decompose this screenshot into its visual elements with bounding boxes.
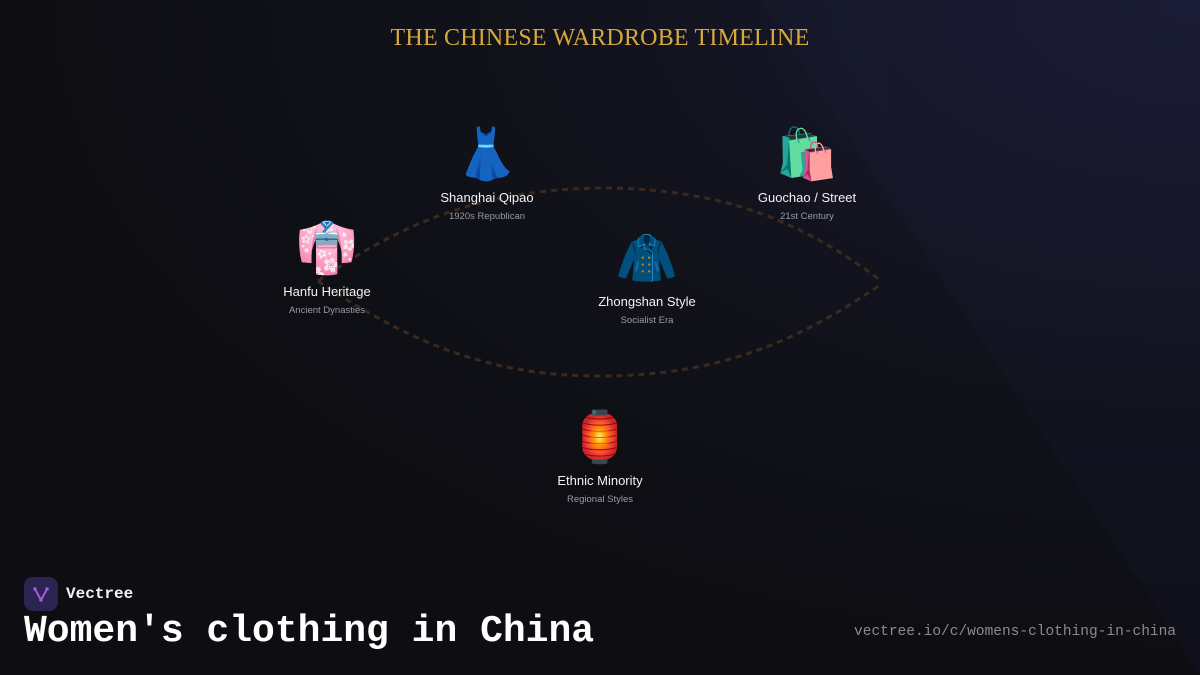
node-era: 21st Century	[780, 211, 834, 222]
diagram-title: THE CHINESE WARDROBE TIMELINE	[390, 25, 810, 51]
node-era: Socialist Era	[620, 315, 674, 326]
coat-icon: 🧥	[615, 229, 679, 287]
node-era: Regional Styles	[566, 494, 633, 505]
node-name: Hanfu Heritage	[283, 284, 371, 299]
node-era: Ancient Dynasties	[288, 305, 366, 316]
node-hanfu-heritage: 👘 Hanfu Heritage Ancient Dynasties	[227, 220, 427, 316]
dress-icon: 👗	[455, 125, 519, 183]
node-name: Ethnic Minority	[557, 473, 643, 488]
node-ethnic-minority: 🏮 Ethnic Minority Regional Styles	[500, 409, 700, 505]
node-shanghai-qipao: 👗 Shanghai Qipao 1920s Republican	[387, 126, 587, 222]
vectree-logo-icon	[24, 577, 58, 611]
node-zhongshan-style: 🧥 Zhongshan Style Socialist Era	[547, 230, 747, 326]
timeline-upper-arc	[317, 186, 881, 283]
source-url-link[interactable]: vectree.io/c/womens-clothing-in-china	[854, 624, 1176, 640]
node-name: Guochao / Street	[757, 190, 857, 205]
node-guochao-street: 🛍️ Guochao / Street 21st Century	[707, 126, 907, 222]
node-name: Zhongshan Style	[598, 294, 696, 309]
red-lantern-icon: 🏮	[568, 408, 632, 466]
node-name: Shanghai Qipao	[440, 190, 534, 205]
kimono-icon: 👘	[295, 219, 359, 277]
brand-name: Vectree	[66, 585, 134, 603]
page-headline: Women's clothing in China	[24, 610, 595, 653]
timeline-lower-arc	[317, 279, 881, 378]
node-era: 1920s Republican	[448, 211, 526, 222]
brand-block[interactable]: Vectree	[24, 577, 133, 611]
shopping-bags-icon: 🛍️	[775, 125, 839, 183]
